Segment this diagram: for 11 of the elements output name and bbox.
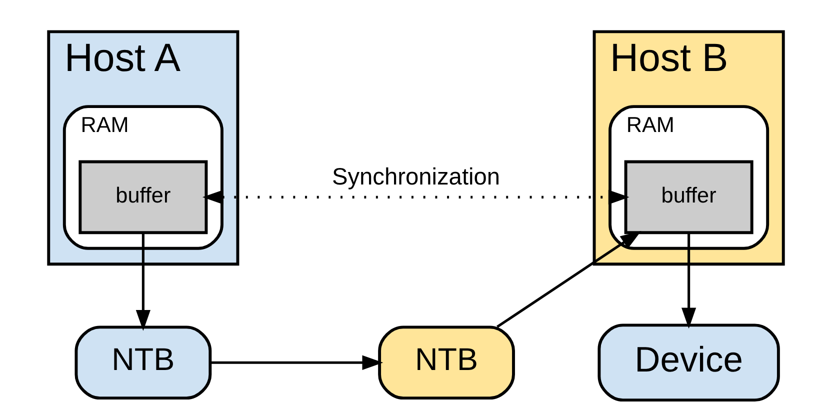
arrow: [496, 230, 642, 328]
node-box: NTB: [74, 326, 212, 400]
edge-label: Synchronization: [332, 164, 500, 191]
node-box: buffer: [624, 160, 754, 234]
node-box: NTB: [378, 326, 515, 400]
arrow: [210, 355, 384, 370]
node-box: buffer: [78, 160, 208, 234]
arrow: [136, 233, 150, 331]
arrow: [202, 190, 630, 204]
arrow: [682, 233, 696, 329]
node-box: Device: [598, 324, 780, 402]
